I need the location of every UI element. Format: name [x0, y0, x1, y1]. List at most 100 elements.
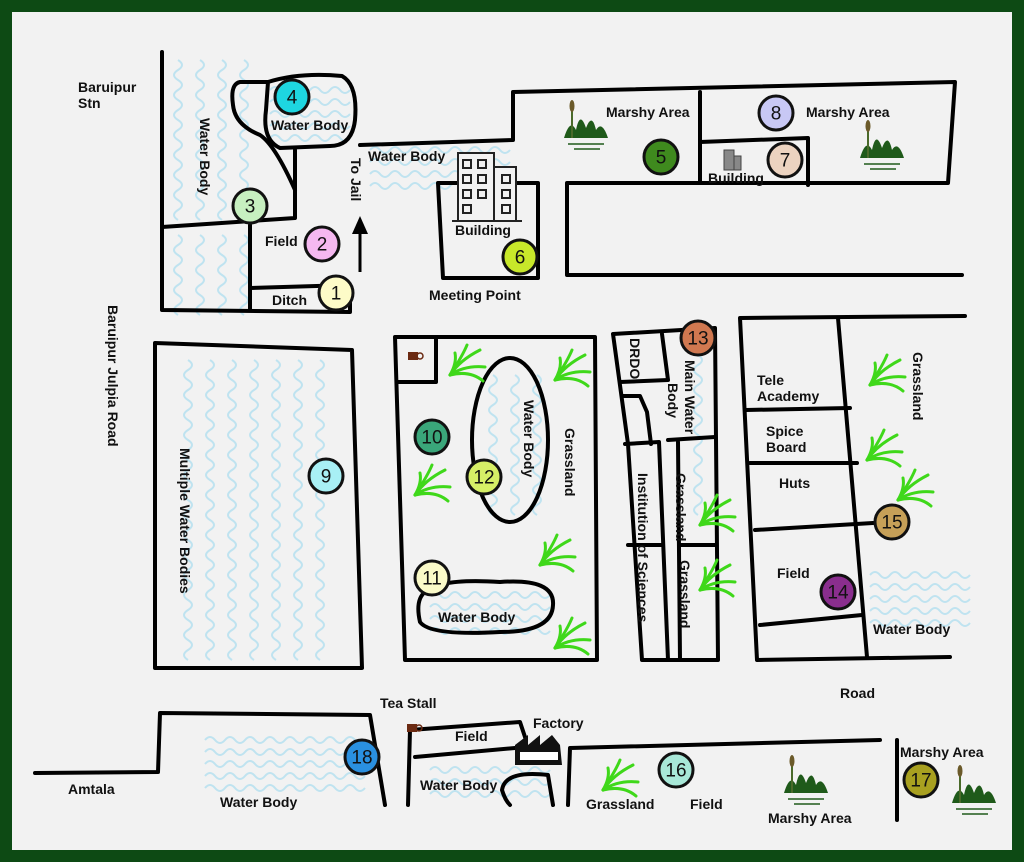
label-water-body: Water Body [438, 609, 515, 625]
grass-icon [698, 558, 737, 598]
label-field: Field [777, 565, 810, 581]
marker-12[interactable]: 12 [465, 458, 503, 496]
grass-icon [698, 493, 737, 533]
label-road: Road [840, 685, 875, 701]
marker-number: 4 [287, 88, 298, 109]
label-water-body: Water Body [368, 148, 445, 164]
marker-number: 11 [422, 569, 442, 590]
label-marshy-area: Marshy Area [806, 104, 890, 120]
marker-16[interactable]: 16 [657, 751, 695, 789]
grass-icon [868, 353, 907, 393]
marker-2[interactable]: 2 [303, 225, 341, 263]
marker-number: 14 [827, 583, 849, 604]
label-water-body: Water Body [521, 400, 537, 477]
label-multiple-water-bodies: Multiple Water Bodies [177, 448, 193, 594]
label-tele-academy: Academy [757, 388, 819, 404]
grass-icon [896, 468, 935, 508]
marker-circle[interactable] [766, 141, 804, 179]
marker-circle[interactable] [273, 78, 311, 116]
grass-icon [553, 348, 592, 388]
marker-17[interactable]: 17 [902, 761, 940, 799]
label-field: Field [265, 233, 298, 249]
marker-5[interactable]: 5 [642, 138, 680, 176]
marsh-icon [564, 100, 608, 150]
label-factory: Factory [533, 715, 584, 731]
marker-circle[interactable] [657, 751, 695, 789]
marker-6[interactable]: 6 [501, 238, 539, 276]
marker-number: 12 [473, 468, 494, 489]
marker-8[interactable]: 8 [757, 94, 795, 132]
grass-icon [448, 343, 487, 383]
map-labels: Baruipur Stn Water Body Water Body Water… [68, 79, 984, 826]
label-water-body: Water Body [220, 794, 297, 810]
marker-circle[interactable] [902, 761, 940, 799]
grass-icon [413, 463, 452, 503]
label-to-jail: To Jail [348, 158, 364, 201]
label-water-body: Water Body [420, 777, 497, 793]
marker-number: 2 [317, 235, 328, 256]
marker-number: 7 [780, 151, 791, 172]
marker-number: 15 [881, 513, 902, 534]
label-drdo: DRDO [627, 338, 643, 379]
marker-14[interactable]: 14 [819, 573, 857, 611]
marker-number: 10 [421, 428, 442, 449]
marker-number: 1 [331, 284, 342, 305]
marsh-icon [952, 765, 996, 815]
label-amtala: Amtala [68, 781, 115, 797]
marker-circle[interactable] [307, 457, 345, 495]
grass-icon [553, 616, 592, 656]
marker-11[interactable]: 11 [413, 559, 451, 597]
marker-15[interactable]: 15 [873, 503, 911, 541]
marker-10[interactable]: 10 [413, 418, 451, 456]
marker-circle[interactable] [413, 418, 451, 456]
marker-1[interactable]: 1 [317, 274, 355, 312]
marker-7[interactable]: 7 [766, 141, 804, 179]
label-main-water-body: Main Water [682, 360, 698, 435]
label-field: Field [455, 728, 488, 744]
marker-number: 17 [910, 771, 931, 792]
marker-circle[interactable] [501, 238, 539, 276]
marker-circle[interactable] [819, 573, 857, 611]
building-icon [723, 149, 742, 171]
marker-number: 5 [656, 148, 667, 169]
marker-13[interactable]: 13 [679, 319, 717, 357]
water-hatching [173, 59, 971, 798]
label-building: Building [708, 170, 764, 186]
marker-number: 13 [687, 329, 708, 350]
grass-icon [538, 533, 577, 573]
coffee-icon [408, 352, 424, 360]
marker-circle[interactable] [303, 225, 341, 263]
label-water-body: Water Body [197, 118, 213, 195]
marker-18[interactable]: 18 [343, 738, 381, 776]
marker-circle[interactable] [231, 187, 269, 225]
label-huts: Huts [779, 475, 810, 491]
grass-icon [865, 428, 904, 468]
label-grassland: Grassland [677, 560, 693, 628]
marker-3[interactable]: 3 [231, 187, 269, 225]
label-building: Building [455, 222, 511, 238]
building-icon [452, 152, 522, 222]
label-spice-board: Board [766, 439, 806, 455]
marker-circle[interactable] [679, 319, 717, 357]
coffee-icon [407, 724, 423, 732]
marker-circle[interactable] [413, 559, 451, 597]
label-water-body: Water Body [271, 117, 348, 133]
marker-circle[interactable] [642, 138, 680, 176]
marker-9[interactable]: 9 [307, 457, 345, 495]
label-tea-stall: Tea Stall [380, 695, 437, 711]
marker-circle[interactable] [317, 274, 355, 312]
label-grassland: Grassland [673, 473, 689, 541]
label-marshy-area: Marshy Area [606, 104, 690, 120]
marker-circle[interactable] [343, 738, 381, 776]
marker-circle[interactable] [757, 94, 795, 132]
marker-circle[interactable] [873, 503, 911, 541]
label-marshy-area: Marshy Area [768, 810, 852, 826]
marker-circle[interactable] [465, 458, 503, 496]
marker-number: 16 [665, 761, 686, 782]
marker-4[interactable]: 4 [273, 78, 311, 116]
label-water-body: Water Body [873, 621, 950, 637]
label-grassland: Grassland [910, 352, 926, 420]
grass-icons [413, 343, 935, 798]
grass-icon [601, 758, 640, 798]
